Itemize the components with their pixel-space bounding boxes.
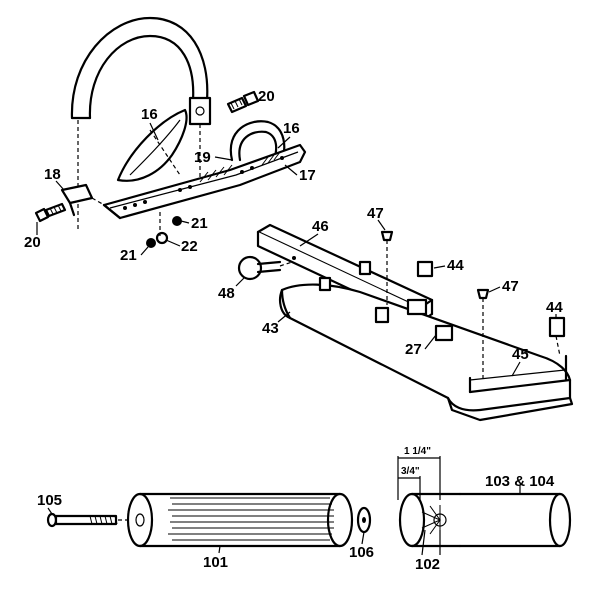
label-44-b: 44 [546, 299, 563, 316]
screw-47-b [476, 288, 490, 378]
label-106: 106 [349, 544, 374, 561]
label-27: 27 [405, 341, 422, 358]
washer-22 [155, 231, 169, 245]
label-16-strap: 16 [283, 120, 300, 137]
dimension-3-4: 3/4" [401, 466, 420, 477]
label-102: 102 [415, 556, 440, 573]
label-18: 18 [44, 166, 61, 183]
foot-strap-16 [229, 120, 286, 167]
label-45: 45 [512, 346, 529, 363]
label-17: 17 [299, 167, 316, 184]
label-44-a: 44 [447, 257, 464, 274]
nut-21-a [172, 216, 182, 226]
label-21-b: 21 [120, 247, 137, 264]
roller-101 [126, 492, 354, 548]
seat-pad-16 [116, 108, 188, 182]
label-47-a: 47 [367, 205, 384, 222]
label-22: 22 [181, 238, 198, 255]
end-cap-102 [397, 456, 462, 556]
label-16-pad: 16 [141, 106, 158, 123]
label-101: 101 [203, 554, 228, 571]
label-105: 105 [37, 492, 62, 509]
label-21-a: 21 [191, 215, 208, 232]
label-103-104: 103 & 104 [485, 473, 555, 490]
label-20-left: 20 [24, 234, 41, 251]
label-43: 43 [262, 320, 279, 337]
label-20-top: 20 [258, 88, 275, 105]
label-48: 48 [218, 285, 235, 302]
screw-47-a [380, 230, 394, 305]
cap-44-a [416, 260, 434, 278]
label-19: 19 [194, 149, 211, 166]
knob-48 [237, 255, 293, 281]
washer-106 [356, 506, 372, 534]
tube-103-104 [458, 485, 572, 548]
dimension-1-1-4: 1 1/4" [404, 446, 431, 457]
seat-frame-17 [102, 143, 307, 220]
glide-strip-45 [468, 354, 568, 394]
hoop-strap-19 [70, 16, 212, 232]
label-47-b: 47 [502, 278, 519, 295]
screw-20-top [226, 90, 260, 114]
bracket-blocks [318, 260, 428, 324]
bracket-18 [60, 183, 107, 217]
screw-20-left [34, 202, 67, 223]
cap-44-b [548, 316, 566, 357]
bolt-105 [46, 512, 134, 528]
cap-27 [434, 324, 454, 342]
nut-21-b [146, 238, 156, 248]
label-46: 46 [312, 218, 329, 235]
